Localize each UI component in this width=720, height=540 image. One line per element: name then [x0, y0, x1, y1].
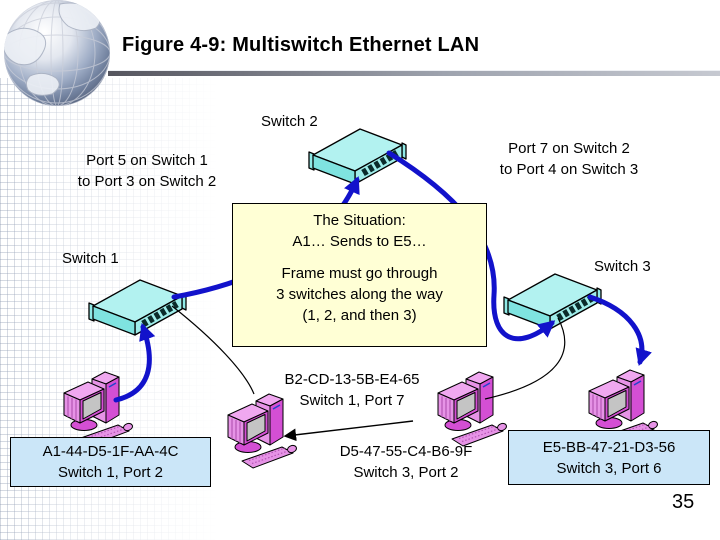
station-a1-label: A1-44-D5-1F-AA-4C Switch 1, Port 2: [10, 437, 211, 487]
station-b2-port: Switch 1, Port 7: [299, 392, 405, 409]
station-d5-label: D5-47-55-C4-B6-9F Switch 3, Port 2: [306, 441, 506, 483]
station-e5-label: E5-BB-47-21-D3-56 Switch 3, Port 6: [508, 430, 710, 485]
switch-1-label: Switch 1: [62, 250, 119, 267]
globe-logo-icon: [4, 0, 110, 106]
station-d5-port: Switch 3, Port 2: [353, 464, 459, 481]
station-b2-label: B2-CD-13-5B-E4-65 Switch 1, Port 7: [252, 369, 452, 411]
situation-line1: The Situation:: [313, 212, 406, 229]
link23-note-line1: Port 7 on Switch 2: [508, 140, 630, 157]
title-divider: [108, 70, 720, 76]
b2-label-arrow: [283, 420, 414, 442]
station-e5-mac: E5-BB-47-21-D3-56: [542, 438, 676, 456]
switch-2-label: Switch 2: [261, 113, 318, 130]
situation-spacer: [233, 252, 486, 263]
page-title: Figure 4-9: Multiswitch Ethernet LAN: [122, 34, 480, 56]
link23-note: Port 7 on Switch 2 to Port 4 on Switch 3: [454, 138, 684, 180]
station-d5-mac: D5-47-55-C4-B6-9F: [339, 443, 473, 460]
situation-line4: 3 switches along the way: [276, 286, 443, 303]
station-b2-mac: B2-CD-13-5B-E4-65: [284, 371, 420, 388]
switch-3-label: Switch 3: [594, 258, 651, 275]
switch-1-icon: [85, 276, 190, 338]
situation-callout: The Situation: A1… Sends to E5… Frame mu…: [232, 203, 487, 347]
page-number: 35: [672, 491, 695, 513]
link12-note: Port 5 on Switch 1 to Port 3 on Switch 2: [32, 150, 262, 192]
link12-note-line2: to Port 3 on Switch 2: [77, 173, 217, 190]
link12-note-line1: Port 5 on Switch 1: [86, 152, 208, 169]
station-a1-mac: A1-44-D5-1F-AA-4C: [42, 443, 179, 460]
station-e5-port: Switch 3, Port 6: [556, 459, 662, 477]
switch-3-icon: [500, 270, 605, 332]
situation-line2: A1… Sends to E5…: [292, 233, 427, 250]
switch-2-icon: [305, 125, 410, 187]
link23-note-line2: to Port 4 on Switch 3: [499, 161, 639, 178]
situation-line5: (1, 2, and then 3): [302, 307, 417, 324]
situation-line3: Frame must go through: [281, 265, 438, 282]
station-a1-port: Switch 1, Port 2: [57, 464, 164, 481]
